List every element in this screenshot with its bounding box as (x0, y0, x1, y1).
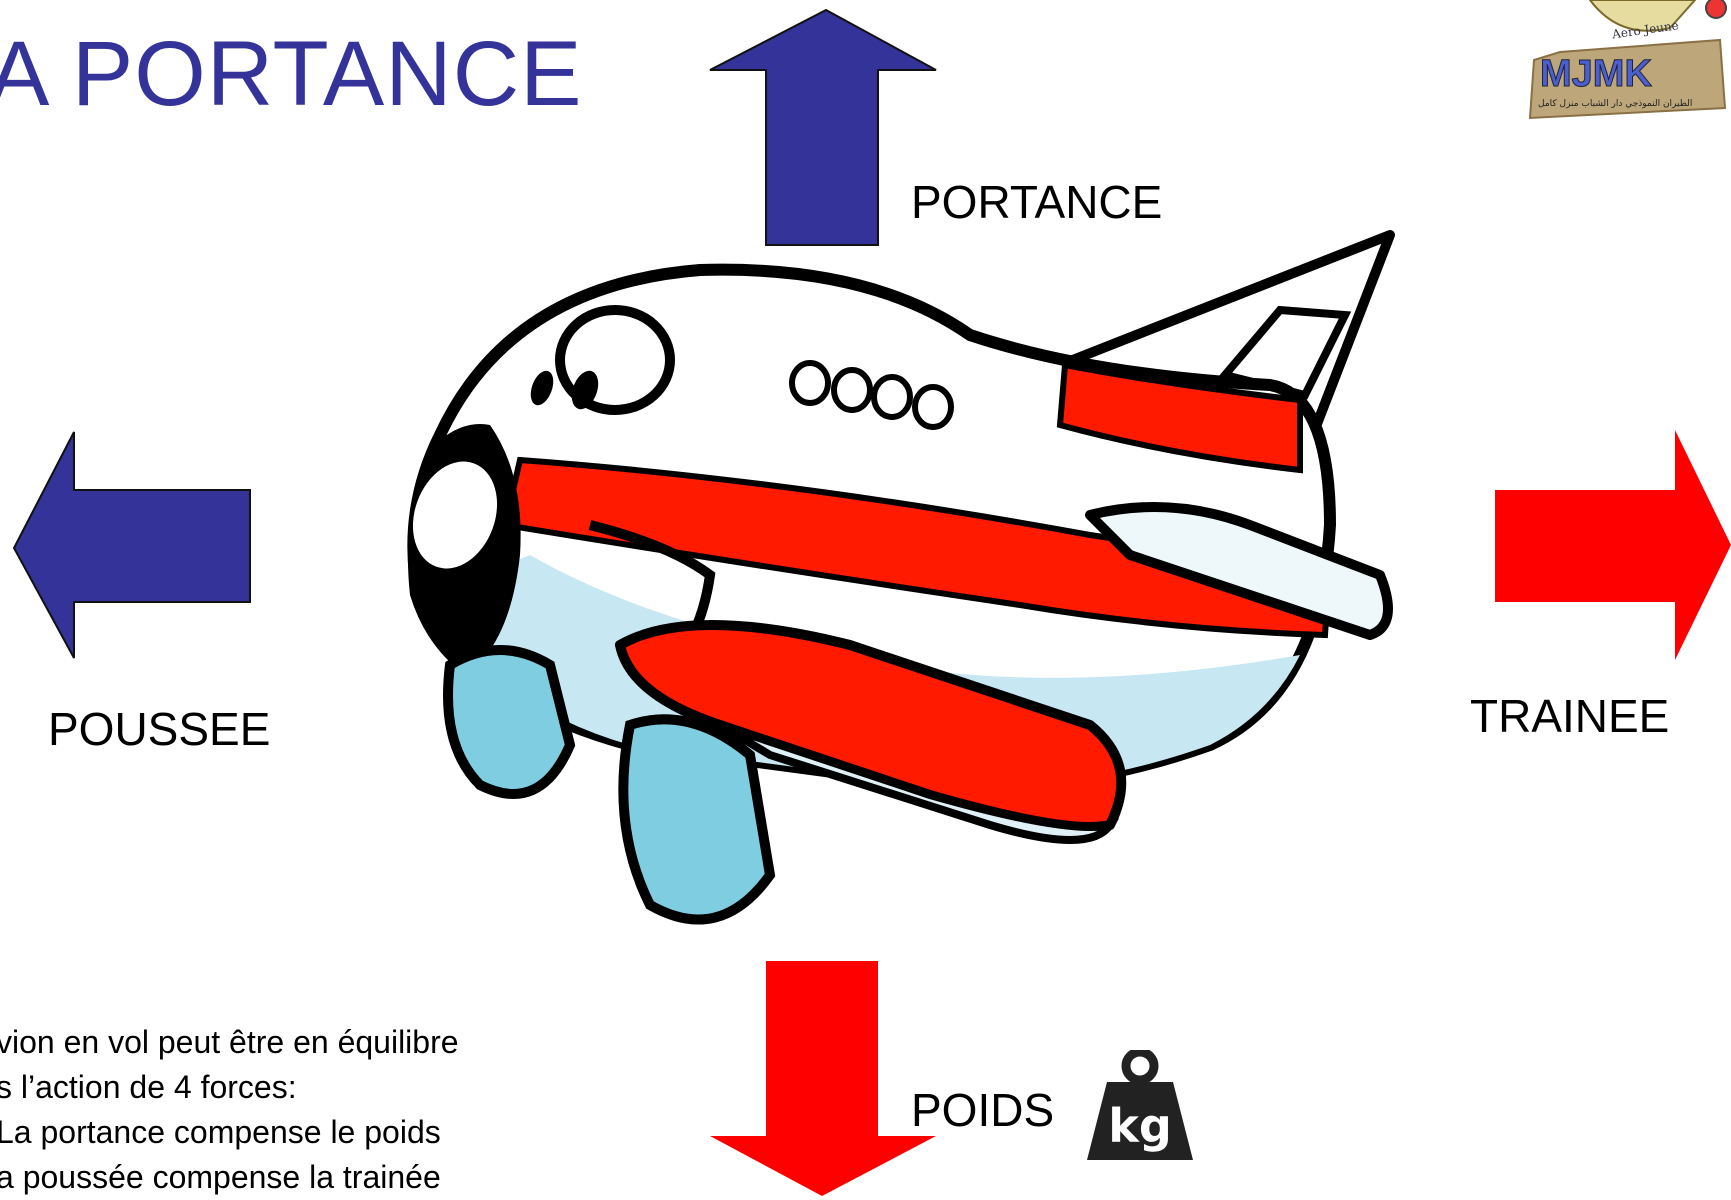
club-logo: Aero Jeune MJMK الطيران النموذجي دار الش… (1520, 0, 1731, 125)
cartoon-airplane (370, 225, 1450, 965)
poids-arrow (708, 961, 938, 1196)
explanation-text: vion en vol peut être en équilibre s l’a… (0, 1020, 459, 1200)
explanation-line: vion en vol peut être en équilibre (0, 1020, 459, 1065)
portance-label: PORTANCE (911, 179, 1162, 225)
weight-kg-icon: kg (1085, 1050, 1195, 1162)
poussee-arrow (12, 430, 252, 660)
weight-kg-text: kg (1108, 1099, 1172, 1153)
logo-main-text: MJMK (1540, 53, 1652, 95)
trainee-label: TRAINEE (1470, 693, 1669, 739)
logo-arabic-text: الطيران النموذجي دار الشباب منزل كامل (1538, 99, 1692, 109)
trainee-arrow (1495, 430, 1731, 660)
explanation-line: La portance compense le poids (0, 1110, 459, 1155)
explanation-line: s l’action de 4 forces: (0, 1065, 459, 1110)
page-title: A PORTANCE (0, 28, 583, 120)
portance-arrow (708, 8, 938, 248)
explanation-line: a poussée compense la trainée (0, 1155, 459, 1200)
poids-label: POIDS (911, 1087, 1054, 1133)
poussee-label: POUSSEE (48, 706, 270, 752)
